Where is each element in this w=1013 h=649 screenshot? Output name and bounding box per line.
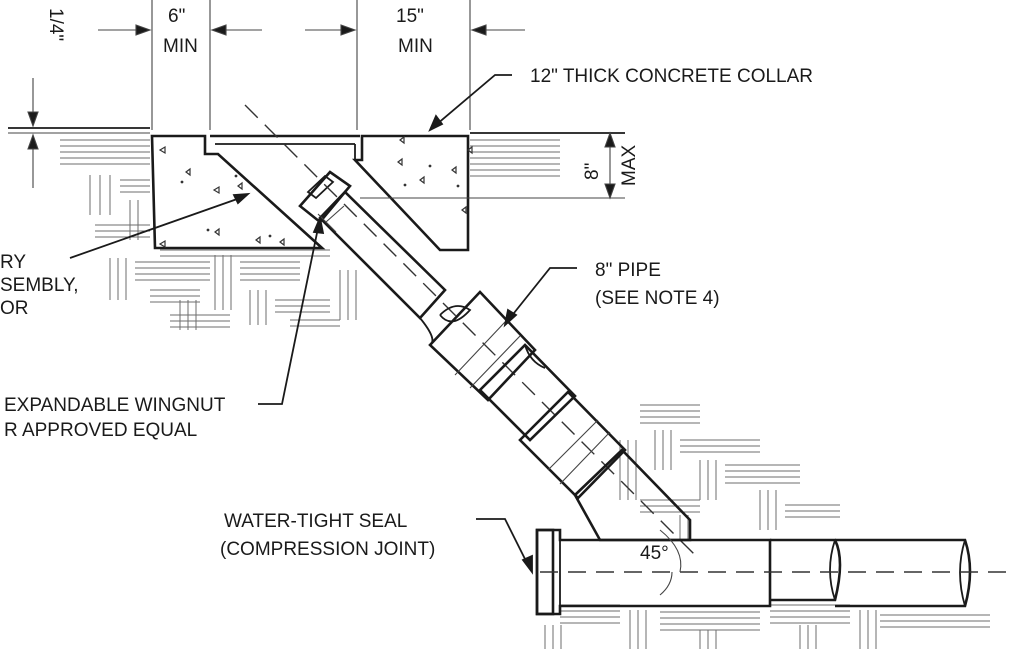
- wingnut-label-line1: EXPANDABLE WINGNUT: [4, 395, 226, 416]
- fifteen-inch-dim: 15": [396, 6, 424, 27]
- cap-label-line1: RY: [0, 252, 26, 273]
- pipe-label-line1: 8" PIPE: [595, 260, 661, 281]
- grade-lines: [8, 127, 625, 134]
- seal-label-line2: (COMPRESSION JOINT): [220, 539, 435, 560]
- eight-inch-max-dim: 8": [582, 163, 603, 180]
- collar-label: 12" THICK CONCRETE COLLAR: [530, 66, 813, 87]
- riser-pipe: [244, 104, 701, 561]
- leader-lines: [69, 74, 577, 575]
- six-inch-dim: 6": [168, 6, 185, 27]
- fifteen-inch-min: MIN: [398, 36, 433, 57]
- quarter-inch-dim: 1/4": [45, 8, 66, 41]
- soil-hatch-lower: [544, 404, 990, 649]
- wingnut-label-line2: R APPROVED EQUAL: [4, 420, 197, 441]
- six-inch-min: MIN: [163, 36, 198, 57]
- cap-label-line2: SEMBLY,: [0, 275, 79, 296]
- eight-inch-max-label: MAX: [619, 145, 640, 187]
- seal-label-line1: WATER-TIGHT SEAL: [224, 511, 407, 532]
- concrete-collar: [150, 134, 473, 252]
- cap-label-line3: OR: [0, 298, 29, 319]
- main-sewer-pipe: [535, 528, 1008, 616]
- dimension-lines: [27, 0, 625, 200]
- angle-label: 45°: [640, 543, 669, 564]
- pipe-label-line2: (SEE NOTE 4): [595, 288, 720, 309]
